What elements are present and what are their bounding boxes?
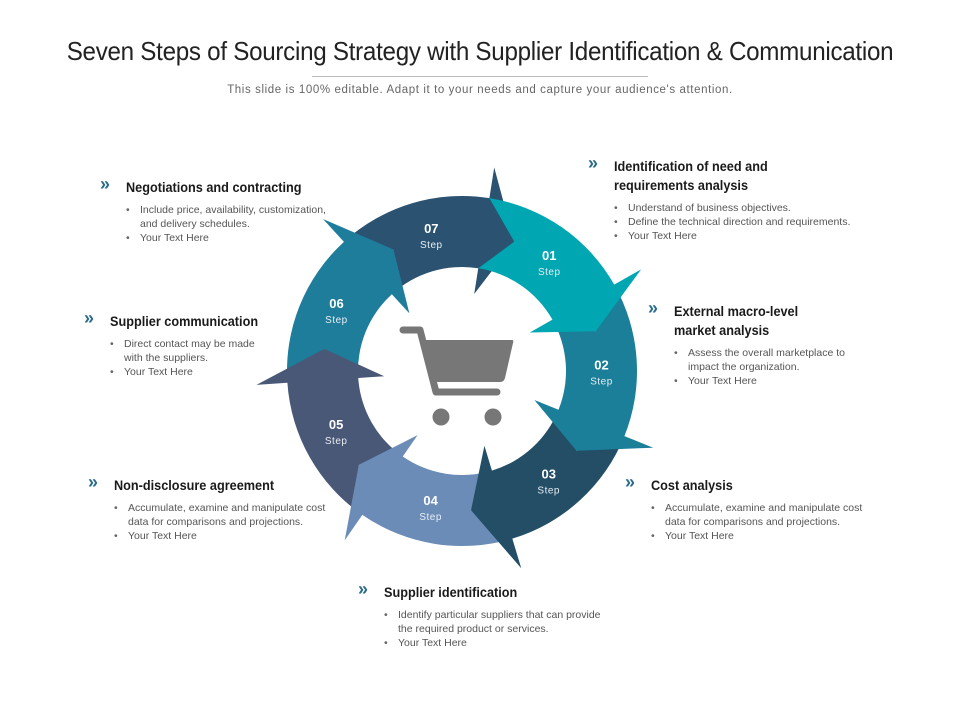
step-label: Step — [590, 376, 613, 387]
step-number: 06 — [329, 296, 343, 311]
step-02-heading-line1: External macro-level — [674, 304, 799, 319]
step-01-heading: Identification of need and requirements … — [614, 157, 872, 195]
bullet: Your Text Here — [651, 529, 883, 543]
bullet: Define the technical direction and requi… — [614, 215, 878, 229]
bullet: Accumulate, examine and manipulate cost … — [651, 501, 883, 529]
step-label: Step — [538, 267, 561, 278]
slide-subtitle: This slide is 100% editable. Adapt it to… — [227, 84, 733, 96]
chevron-right-icon: ›› — [100, 174, 110, 194]
title-divider — [312, 76, 648, 77]
step-05-description: ›› Non-disclosure agreement Accumulate, … — [88, 472, 348, 543]
step-number: 02 — [594, 357, 608, 372]
chevron-right-icon: ›› — [84, 308, 94, 328]
bullet: Your Text Here — [114, 529, 346, 543]
step-06-arrow — [287, 218, 410, 383]
step-04-description: ›› Supplier identification Identify part… — [358, 579, 618, 650]
step-number: 03 — [541, 466, 555, 481]
bullet: Your Text Here — [614, 229, 878, 243]
step-07-arrow — [343, 167, 515, 295]
bullet: Assess the overall marketplace to impact… — [674, 346, 868, 374]
chevron-right-icon: ›› — [648, 298, 658, 318]
bullet: Understand of business objectives. — [614, 201, 878, 215]
step-02-description: ›› External macro-level market analysis … — [648, 298, 898, 388]
step-number: 01 — [542, 248, 556, 263]
step-label: Step — [537, 485, 560, 496]
step-06-heading: Supplier communication — [110, 314, 259, 329]
step-01-description: ›› Identification of need and requiremen… — [588, 153, 888, 243]
step-number: 07 — [424, 221, 438, 236]
step-number: 04 — [423, 493, 438, 508]
slide-title: Seven Steps of Sourcing Strategy with Su… — [66, 36, 894, 66]
step-06-description: ›› Supplier communication Direct contact… — [84, 308, 304, 379]
step-05-heading: Non-disclosure agreement — [114, 478, 275, 493]
step-label: Step — [325, 315, 348, 326]
step-07-heading: Negotiations and contracting — [126, 180, 302, 195]
step-05-arrow — [256, 348, 403, 515]
step-02-heading: External macro-level market analysis — [674, 302, 885, 340]
bullet: Accumulate, examine and manipulate cost … — [114, 501, 346, 529]
step-label: Step — [325, 436, 348, 447]
step-02-heading-line2: market analysis — [674, 323, 770, 338]
step-01-heading-line1: Identification of need and — [614, 159, 768, 174]
step-07-description: ›› Negotiations and contracting Include … — [100, 174, 360, 245]
step-04-arrow — [344, 435, 513, 546]
bullet: Your Text Here — [384, 636, 603, 650]
bullet: Your Text Here — [126, 231, 340, 245]
step-03-description: ›› Cost analysis Accumulate, examine and… — [625, 472, 885, 543]
step-01-heading-line2: requirements analysis — [614, 178, 749, 193]
step-number: 05 — [329, 417, 343, 432]
step-label: Step — [419, 512, 442, 523]
step-04-heading: Supplier identification — [384, 585, 518, 600]
chevron-right-icon: ›› — [588, 153, 598, 173]
bullet: Your Text Here — [110, 365, 274, 379]
bullet: Your Text Here — [674, 374, 868, 388]
bullet: Identify particular suppliers that can p… — [384, 608, 603, 636]
step-03-heading: Cost analysis — [651, 478, 733, 493]
bullet: Include price, availability, customizati… — [126, 203, 340, 231]
bullet: Direct contact may be made with the supp… — [110, 337, 274, 365]
chevron-right-icon: ›› — [625, 472, 635, 492]
step-label: Step — [420, 240, 443, 251]
chevron-right-icon: ›› — [358, 579, 368, 599]
chevron-right-icon: ›› — [88, 472, 98, 492]
shopping-cart-icon — [399, 326, 514, 426]
step-01-arrow — [478, 198, 642, 333]
